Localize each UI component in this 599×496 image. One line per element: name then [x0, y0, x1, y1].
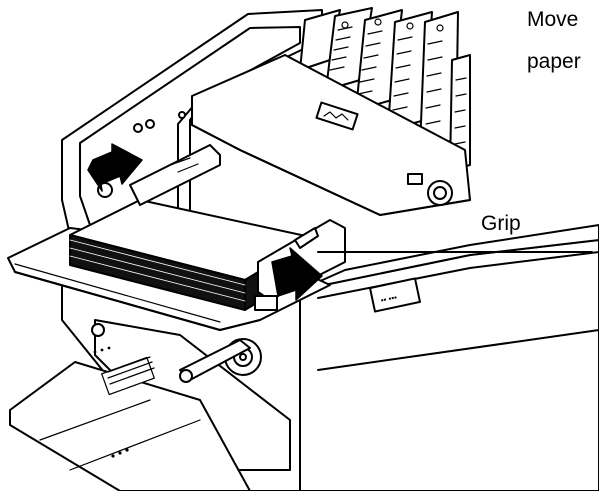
arrow-icon	[271, 247, 323, 301]
screw-icon	[145, 119, 155, 129]
left-guide-detail	[169, 157, 199, 173]
screw-icon	[133, 123, 143, 133]
double-headed-arrow-icon	[87, 143, 143, 192]
front-inner-recess	[94, 319, 291, 471]
feed-tray-front-edge	[14, 271, 261, 331]
lever-knob	[179, 369, 193, 383]
right-side-bevel	[317, 251, 599, 299]
left-side-guide	[129, 144, 221, 206]
top-cover-edge	[191, 124, 471, 216]
move-paper-label-line2: paper	[527, 50, 581, 73]
roller-axle	[239, 353, 247, 361]
feed-tray-lip	[7, 257, 221, 323]
bearing-icon	[91, 323, 105, 337]
logo-plate	[369, 277, 421, 313]
exit-tray-slot-2	[69, 419, 201, 471]
right-guide-tab	[294, 227, 319, 249]
indicator-label	[407, 173, 423, 185]
logo-mark: ▪▪ ▪▪▪	[380, 293, 398, 305]
grip-label: Grip	[481, 212, 521, 235]
exit-tray-holes	[93, 346, 129, 458]
exit-tray-slot-1	[39, 399, 151, 441]
rear-housing-inner	[79, 26, 301, 226]
feed-clutch	[254, 295, 278, 311]
right-side-lower	[317, 329, 599, 371]
exit-tray-grille	[101, 356, 155, 396]
fold-plates	[299, 7, 471, 171]
screw-icon	[178, 111, 186, 119]
cover-label-plate	[315, 101, 359, 131]
dial-center	[433, 186, 447, 200]
right-side-top	[299, 224, 599, 291]
move-paper-label-line1: Move	[527, 8, 579, 31]
cover-label-marks	[323, 111, 349, 121]
